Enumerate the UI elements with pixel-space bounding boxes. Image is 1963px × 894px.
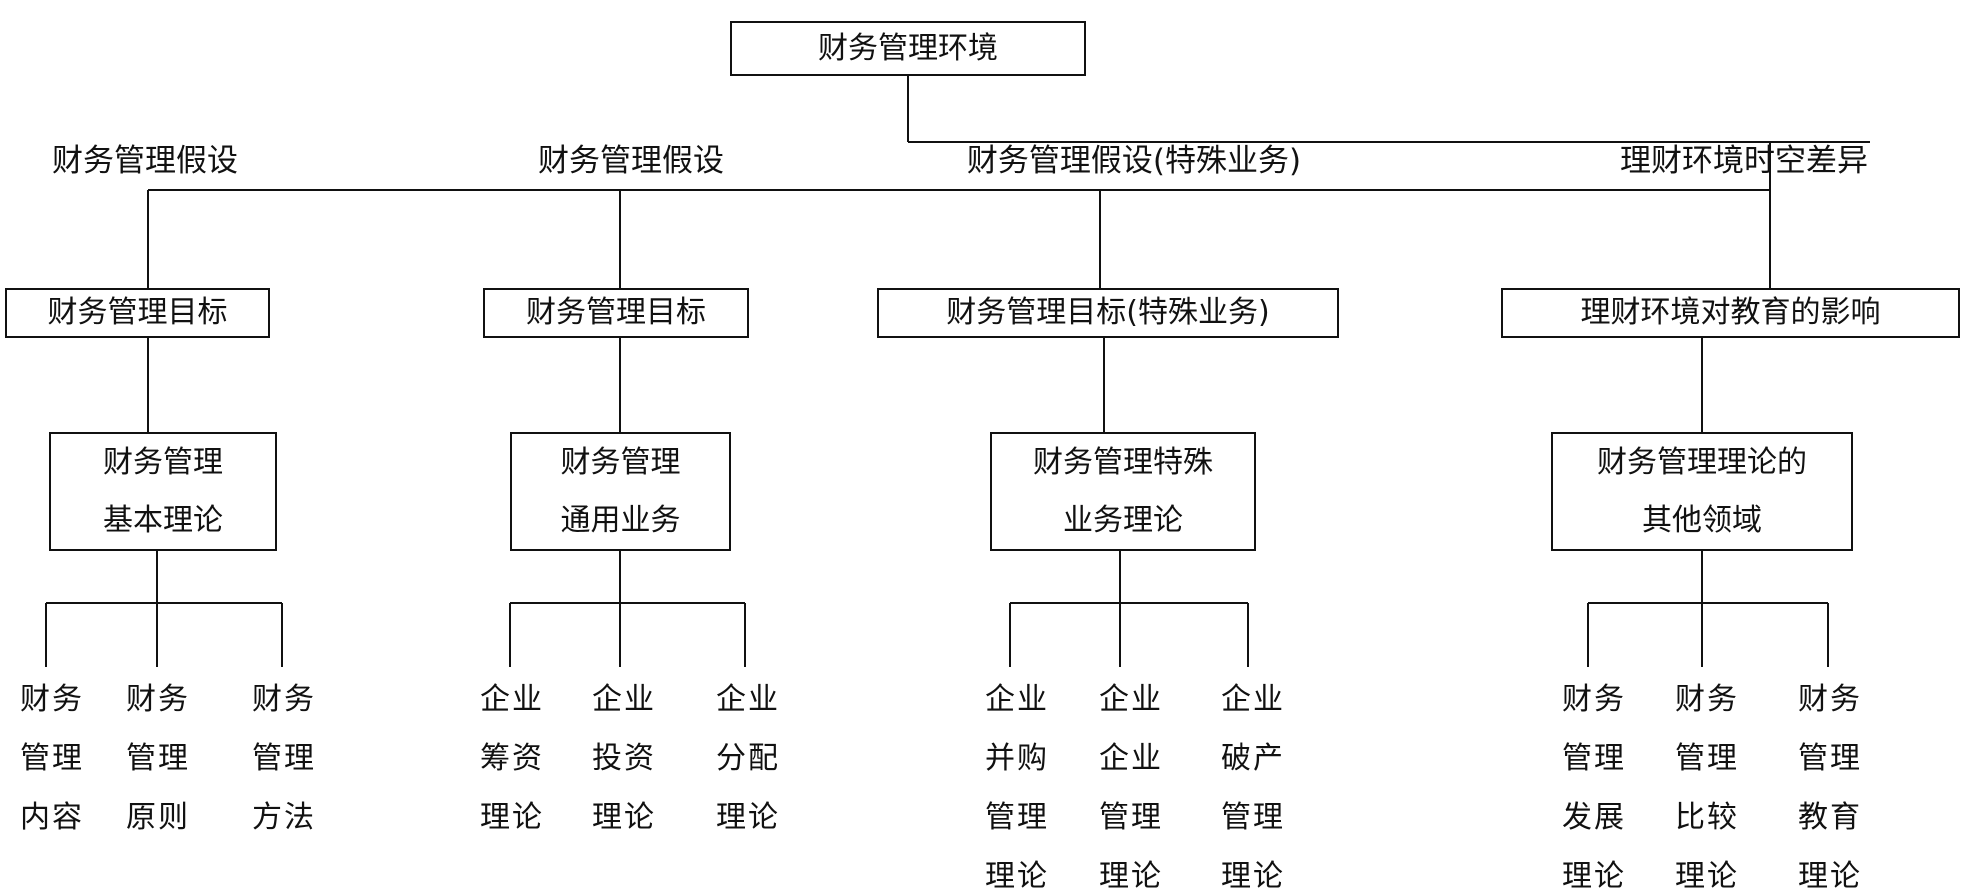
goal-box-3: 财务管理目标(特殊业务) bbox=[877, 288, 1339, 338]
leaf-text: 企业投资理论 bbox=[592, 682, 656, 835]
theory-line: 财务管理 bbox=[103, 444, 223, 480]
goal-label: 理财环境对教育的影响 bbox=[1580, 295, 1881, 330]
theory-box-2: 财务管理 通用业务 bbox=[510, 432, 731, 551]
theory-line: 通用业务 bbox=[560, 502, 681, 538]
leaf-text: 财务管理内容 bbox=[20, 682, 84, 835]
theory-line: 业务理论 bbox=[1063, 502, 1183, 538]
leaf-text: 财务管理比较理论 bbox=[1675, 682, 1739, 894]
leaf-text: 财务管理教育理论 bbox=[1798, 682, 1862, 894]
assumption-label-2: 财务管理假设 bbox=[538, 143, 724, 179]
leaf-text: 企业破产管理理论 bbox=[1221, 682, 1285, 894]
goal-box-2: 财务管理目标 bbox=[483, 288, 749, 338]
leaf-text: 财务管理方法 bbox=[252, 682, 316, 835]
goal-label: 财务管理目标 bbox=[526, 295, 706, 330]
theory-box-1: 财务管理 基本理论 bbox=[49, 432, 277, 551]
leaf-text: 企业筹资理论 bbox=[480, 682, 544, 835]
leaf-text: 财务管理发展理论 bbox=[1562, 682, 1626, 894]
root-label: 财务管理环境 bbox=[818, 30, 998, 66]
theory-line: 财务管理 bbox=[560, 444, 681, 480]
leaf-text: 企业分配理论 bbox=[716, 682, 780, 835]
goal-box-1: 财务管理目标 bbox=[5, 288, 270, 338]
theory-line: 财务管理特殊 bbox=[1033, 444, 1213, 480]
leaf-text: 企业企业管理理论 bbox=[1099, 682, 1163, 894]
goal-label: 财务管理目标 bbox=[47, 295, 228, 330]
theory-box-3: 财务管理特殊 业务理论 bbox=[990, 432, 1256, 551]
goal-box-4: 理财环境对教育的影响 bbox=[1501, 288, 1960, 338]
leaf-text: 财务管理原则 bbox=[126, 682, 190, 835]
goal-label: 财务管理目标(特殊业务) bbox=[946, 295, 1270, 330]
assumption-label-1: 财务管理假设 bbox=[52, 143, 238, 179]
theory-line: 财务管理理论的 bbox=[1597, 444, 1807, 480]
root-box: 财务管理环境 bbox=[730, 21, 1086, 76]
leaf-text: 企业并购管理理论 bbox=[985, 682, 1049, 894]
theory-box-4: 财务管理理论的 其他领域 bbox=[1551, 432, 1853, 551]
theory-line: 基本理论 bbox=[103, 502, 223, 538]
assumption-label-4: 理财环境时空差异 bbox=[1620, 143, 1868, 179]
theory-line: 其他领域 bbox=[1642, 502, 1762, 538]
assumption-label-3: 财务管理假设(特殊业务) bbox=[966, 143, 1302, 179]
